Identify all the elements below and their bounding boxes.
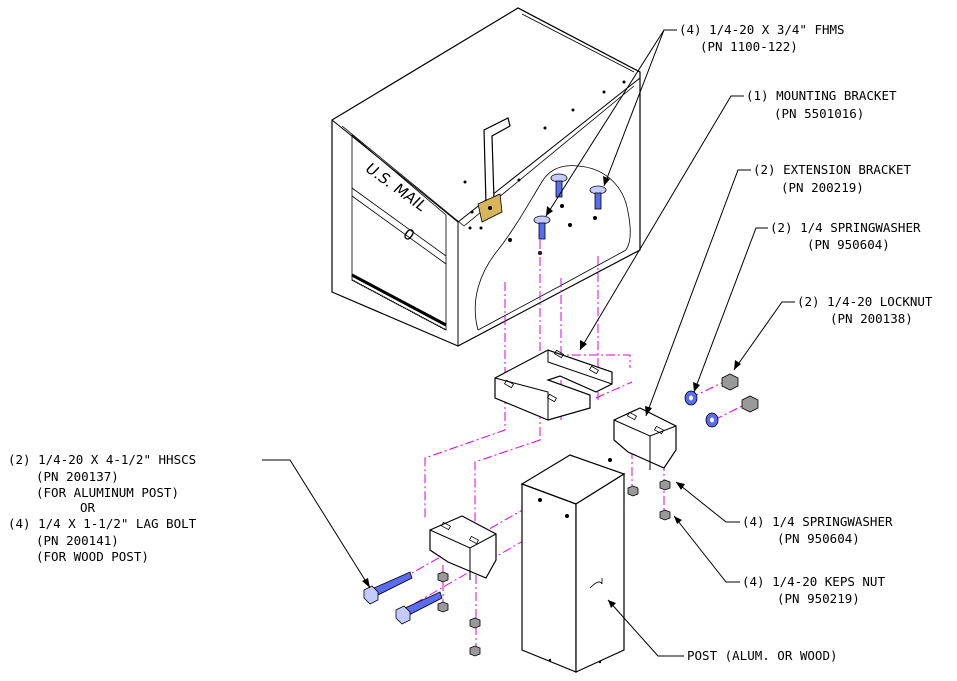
locknut-icon — [721, 373, 759, 413]
post — [520, 454, 626, 673]
callout-hhscs-line1: (2) 1/4-20 X 4-1/2" HHSCS — [8, 452, 196, 467]
cutaway-outline — [474, 165, 631, 331]
callout-keps-nut: (4) 1/4-20 KEPS NUT (PN 950219) — [742, 574, 885, 606]
callout-springwasher-4-line2: (PN 950604) — [777, 531, 860, 546]
callout-fhms: (4) 1/4-20 X 3/4" FHMS (PN 1100-122) — [679, 22, 845, 54]
callout-post-line1: POST (ALUM. OR WOOD) — [687, 648, 838, 663]
leader-lines — [262, 29, 795, 657]
callout-extension-bracket-line1: (2) EXTENSION BRACKET — [753, 162, 912, 177]
callout-springwasher-2-line1: (2) 1/4 SPRINGWASHER — [770, 220, 921, 235]
callout-mounting-bracket-line2: (PN 5501016) — [774, 106, 864, 121]
callout-fhms-line1: (4) 1/4-20 X 3/4" FHMS — [679, 22, 845, 37]
callout-locknut: (2) 1/4-20 LOCKNUT (PN 200138) — [797, 294, 933, 326]
fhms-screw-icon — [533, 173, 607, 240]
mounting-bracket — [494, 349, 613, 421]
callout-hhscs-line3: (FOR ALUMINUM POST) — [36, 485, 179, 500]
callout-hhscs-line4: OR — [80, 500, 96, 515]
callout-fhms-line2: (PN 1100-122) — [700, 39, 798, 54]
callout-extension-bracket: (2) EXTENSION BRACKET (PN 200219) — [753, 162, 912, 195]
callout-extension-bracket-line2: (PN 200219) — [781, 180, 864, 195]
callout-springwasher-4-line1: (4) 1/4 SPRINGWASHER — [742, 514, 893, 529]
callout-hhscs-line2: (PN 200137) — [36, 469, 119, 484]
callout-hhscs-line7: (FOR WOOD POST) — [36, 549, 149, 564]
callout-springwasher-4: (4) 1/4 SPRINGWASHER (PN 950604) — [742, 514, 893, 546]
callout-keps-nut-line1: (4) 1/4-20 KEPS NUT — [742, 574, 885, 589]
callout-hhscs-line5: (4) 1/4 X 1-1/2" LAG BOLT — [8, 516, 197, 531]
hhscs-bolt-icon — [363, 571, 443, 625]
callout-hhscs-line6: (PN 200141) — [36, 533, 119, 548]
callout-mounting-bracket-line1: (1) MOUNTING BRACKET — [746, 88, 897, 103]
callout-hhscs: (2) 1/4-20 X 4-1/2" HHSCS (PN 200137) (F… — [8, 452, 197, 564]
mailbox: U.S. MAIL 0 — [331, 7, 641, 347]
callout-springwasher-2-line2: (PN 950604) — [807, 237, 890, 252]
callout-locknut-line2: (PN 200138) — [830, 311, 913, 326]
keps-nut-icon — [437, 479, 671, 657]
callout-mounting-bracket: (1) MOUNTING BRACKET (PN 5501016) — [746, 88, 897, 121]
callout-keps-nut-line2: (PN 950219) — [777, 591, 860, 606]
extension-bracket-lower — [429, 515, 497, 580]
callout-locknut-line1: (2) 1/4-20 LOCKNUT — [797, 294, 933, 309]
flag-icon — [477, 117, 511, 223]
extension-bracket-upper — [613, 407, 677, 470]
callout-springwasher-2: (2) 1/4 SPRINGWASHER (PN 950604) — [770, 220, 921, 252]
springwasher-icon — [684, 390, 719, 428]
callout-post: POST (ALUM. OR WOOD) — [687, 648, 838, 663]
